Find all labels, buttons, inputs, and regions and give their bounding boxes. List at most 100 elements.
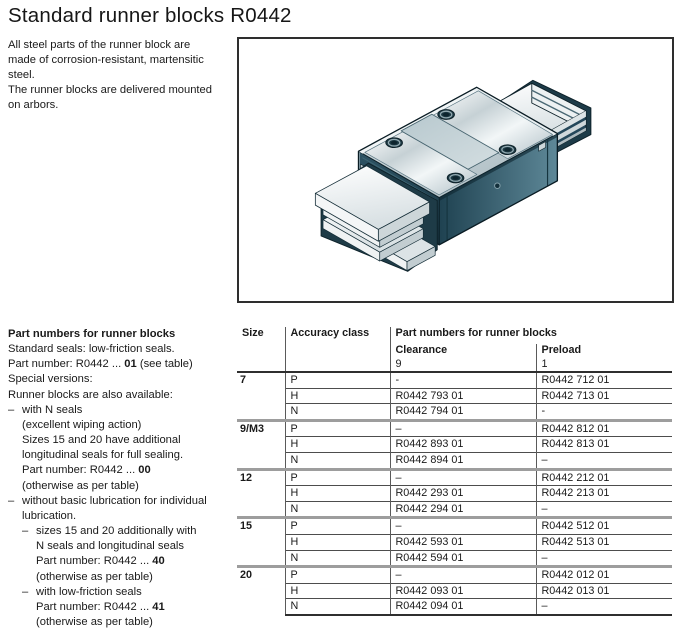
clearance-cell: R0442 093 01 — [389, 582, 536, 599]
intro-line: made of corrosion-resistant, martensitic — [8, 54, 204, 66]
sub-bullet-low-friction: –with low-friction seals — [8, 585, 238, 600]
bullet-n-seals: –with N seals — [8, 403, 238, 418]
accuracy-cell: P — [284, 516, 390, 535]
bullet-dash: – — [22, 525, 29, 538]
preload-cell: – — [535, 549, 673, 567]
accuracy-cell: P — [284, 370, 390, 389]
bullet-line: Part number: R0442 ... 00 — [22, 464, 151, 477]
preload-cell: – — [535, 500, 673, 518]
notes-line: Part number: R0442 ... 01 (see table) — [8, 358, 193, 371]
clearance-cell: – — [389, 467, 536, 486]
bullet-line: (otherwise as per table) — [22, 479, 139, 492]
intro-line: steel. — [8, 69, 35, 81]
grease-port — [494, 182, 501, 189]
preload-cell: – — [535, 451, 673, 470]
sub-bullet-n-seals: –sizes 15 and 20 additionally with — [8, 524, 238, 539]
bullet-dash: – — [22, 585, 29, 598]
clearance-cell: - — [389, 370, 536, 389]
clearance-cell: R0442 593 01 — [389, 533, 536, 551]
clearance-cell: R0442 793 01 — [389, 387, 536, 404]
preload-cell: R0442 513 01 — [535, 533, 673, 551]
col-header-clearance: Clearance — [389, 344, 536, 358]
mounting-hole — [446, 172, 465, 184]
preload-cell: R0442 813 01 — [535, 436, 673, 453]
accuracy-cell: H — [284, 485, 390, 502]
bullet-line: (otherwise as per table) — [36, 615, 153, 628]
accuracy-cell: N — [284, 598, 390, 616]
intro-line: The runner blocks are delivered mounted — [8, 84, 212, 96]
mounting-hole — [385, 137, 403, 149]
preload-class-value: 1 — [535, 358, 673, 372]
preload-cell: R0442 212 01 — [535, 467, 673, 486]
col-header-accuracy: Accuracy class — [284, 327, 390, 372]
preload-cell: R0442 712 01 — [535, 370, 673, 389]
preload-cell: R0442 012 01 — [535, 565, 673, 584]
intro-line: on arbors. — [8, 99, 59, 111]
clearance-cell: R0442 893 01 — [389, 436, 536, 453]
size-cell: 7 — [237, 370, 285, 421]
clearance-cell: – — [389, 565, 536, 584]
clearance-cell: – — [389, 418, 536, 437]
clearance-cell: – — [389, 516, 536, 535]
intro-paragraph: All steel parts of the runner block are … — [8, 38, 234, 113]
notes-heading: Part numbers for runner blocks — [8, 328, 176, 340]
preload-cell: – — [535, 598, 673, 616]
accuracy-cell: H — [284, 387, 390, 404]
size-cell: 20 — [237, 565, 285, 615]
clearance-cell: R0442 594 01 — [389, 549, 536, 567]
intro-line: All steel parts of the runner block are — [8, 39, 191, 51]
accuracy-cell: N — [284, 451, 390, 470]
bullet-line: Part number: R0442 ... 40 — [36, 555, 165, 568]
accuracy-cell: P — [284, 418, 390, 437]
bullet-line: (excellent wiping action) — [22, 418, 142, 431]
part-numbers-table: Size Accuracy class Part numbers for run… — [237, 327, 673, 616]
notes-line: Special versions: — [8, 373, 93, 386]
size-cell: 9/M3 — [237, 418, 285, 470]
preload-cell: R0442 512 01 — [535, 516, 673, 535]
notes-line: Runner blocks are also available: — [8, 388, 173, 401]
preload-cell: R0442 812 01 — [535, 418, 673, 437]
preload-cell: R0442 013 01 — [535, 582, 673, 599]
runner-block-illustration — [314, 79, 592, 272]
bullet-line: Part number: R0442 ... 41 — [36, 600, 165, 613]
clearance-cell: R0442 293 01 — [389, 485, 536, 502]
accuracy-cell: H — [284, 582, 390, 599]
bullet-dash: – — [8, 403, 15, 416]
rail-left-end — [314, 162, 438, 272]
bullet-line: longitudinal seals for full sealing. — [22, 449, 184, 462]
bullet-line: (otherwise as per table) — [36, 570, 153, 583]
accuracy-cell: P — [284, 467, 390, 486]
col-header-partnumbers: Part numbers for runner blocks — [389, 327, 673, 344]
clearance-cell: R0442 094 01 — [389, 598, 536, 616]
clearance-cell: R0442 794 01 — [389, 403, 536, 421]
part-numbers-notes: Part numbers for runner blocks Standard … — [8, 327, 238, 630]
clearance-cell: R0442 894 01 — [389, 451, 536, 470]
mounting-hole — [498, 144, 517, 156]
mounting-hole — [437, 109, 455, 120]
accuracy-cell: P — [284, 565, 390, 584]
accuracy-cell: N — [284, 403, 390, 421]
preload-cell: R0442 713 01 — [535, 387, 673, 404]
bullet-no-lubrication: –without basic lubrication for individua… — [8, 494, 238, 509]
size-cell: 15 — [237, 516, 285, 567]
col-header-size: Size — [242, 327, 264, 339]
preload-cell: - — [535, 403, 673, 421]
figure-box — [237, 37, 674, 303]
